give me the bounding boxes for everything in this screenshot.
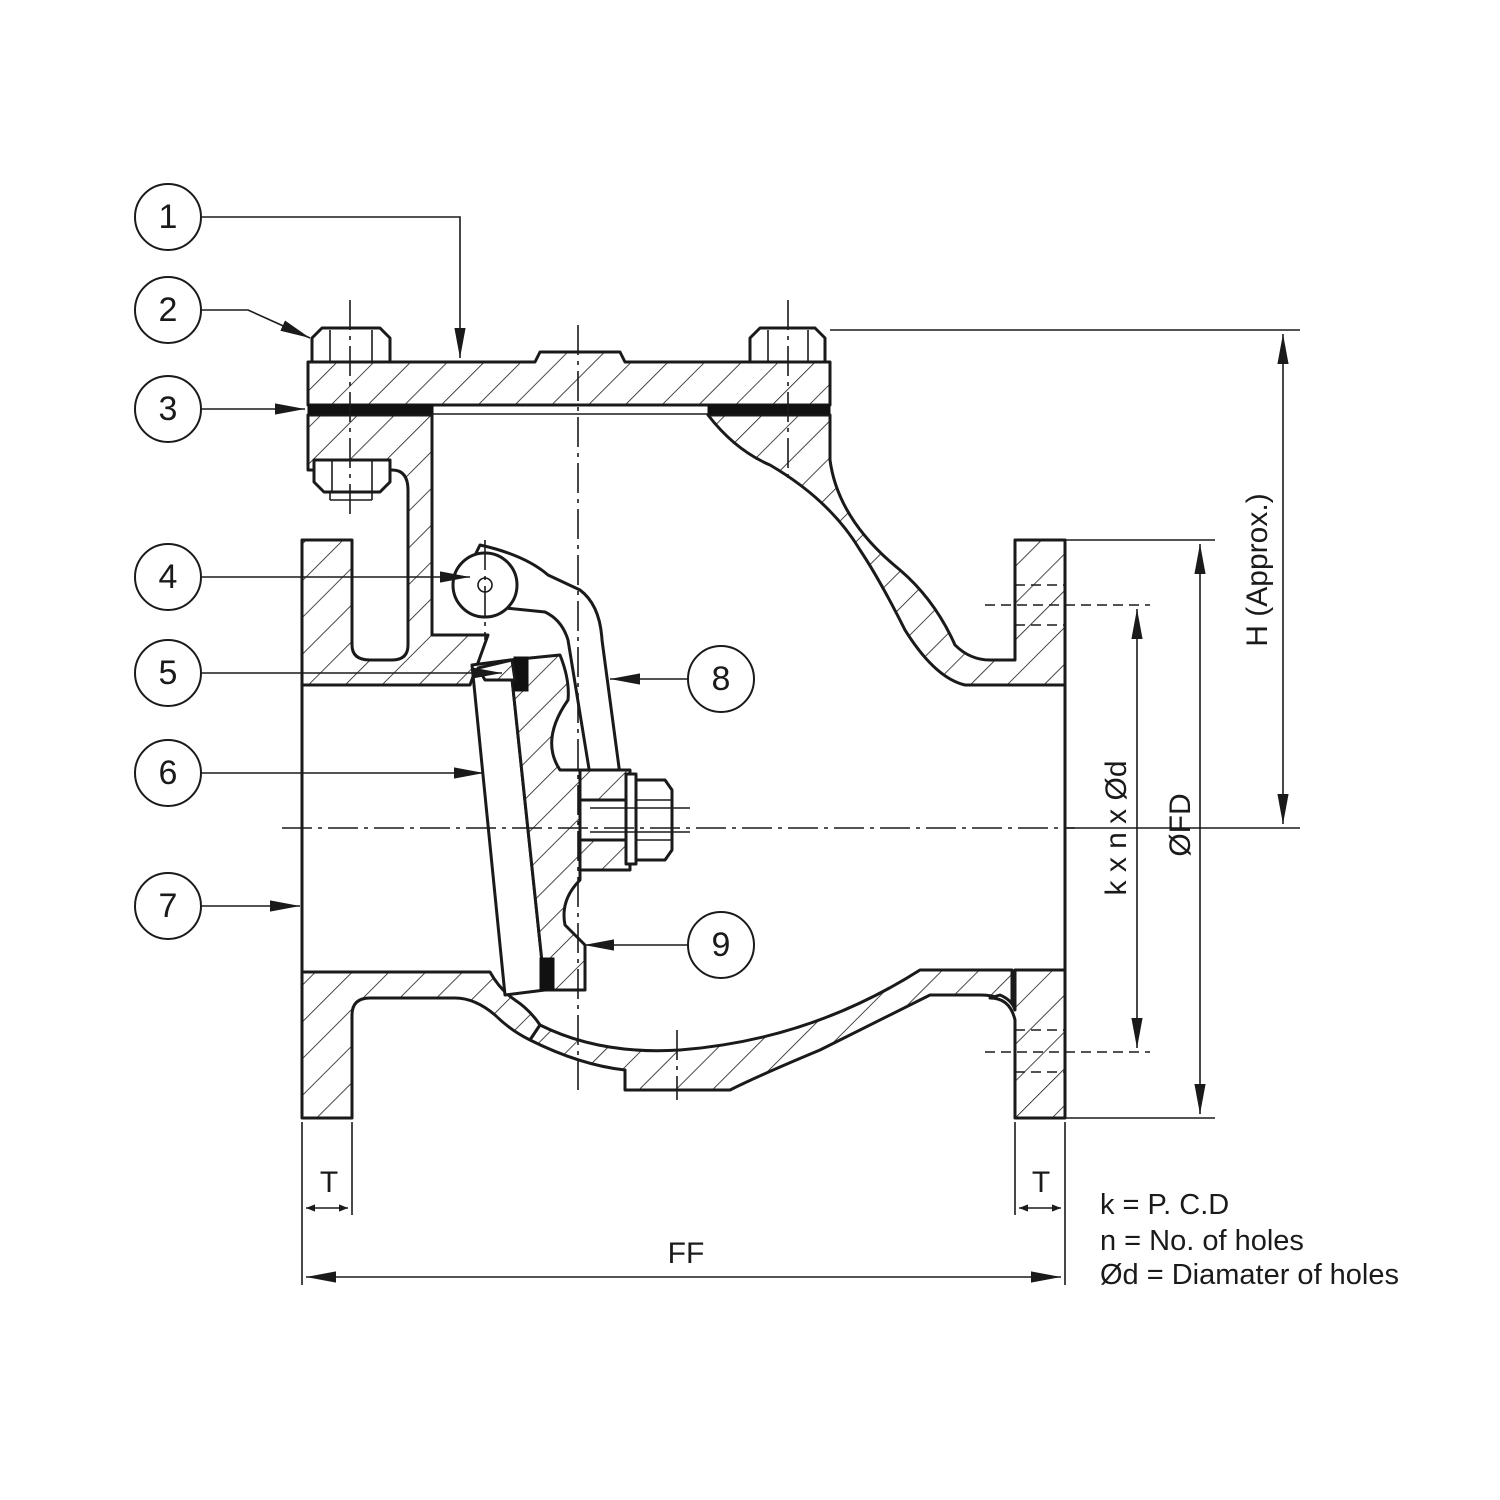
seat-ring-top [513,656,529,692]
svg-text:2: 2 [159,291,178,329]
balloon-8: 8 [687,645,755,713]
legend-line: n = No. of holes [1100,1225,1304,1257]
svg-text:3: 3 [159,390,178,428]
gasket [307,404,434,415]
svg-text:5: 5 [159,654,178,692]
svg-text:4: 4 [159,558,178,596]
body-left-flange-upper [300,413,490,687]
svg-text:9: 9 [712,926,731,964]
balloon-4: 4 [134,543,202,611]
bottom-nut-left [312,458,392,494]
balloon-6: 6 [134,739,202,807]
legend: k = P. C.D n = No. of holes Ød = Diamate… [1100,1189,1399,1291]
disc-body [508,653,587,992]
legend-line: k = P. C.D [1100,1189,1229,1221]
balloon-2: 2 [134,276,202,344]
balloon-5: 5 [134,639,202,707]
balloon-3: 3 [134,375,202,443]
dim-height-label: H (Approx.) [1241,493,1274,646]
dim-thickness-right-label: T [1032,1166,1050,1199]
balloon-9: 9 [687,911,755,979]
svg-text:7: 7 [159,887,178,925]
dim-face-to-face-label: FF [668,1237,705,1270]
dim-thickness-left-label: T [320,1166,338,1199]
svg-text:6: 6 [159,754,178,792]
dim-bolt-pattern-label: k x n x Ød [1100,760,1133,895]
svg-text:1: 1 [159,198,178,236]
disc-bolt-head [634,778,674,862]
top-nut-left [310,326,392,364]
balloon-1: 1 [134,183,202,251]
dim-flange-diameter-label: ØFD [1164,793,1197,856]
legend-line: Ød = Diamater of holes [1100,1259,1399,1291]
body-left-flange-lower [300,970,542,1120]
svg-text:8: 8 [712,660,731,698]
body-right-flange-lower [988,968,1067,1120]
body-bottom-belly [528,968,1014,1092]
body-right-flange [706,413,1067,687]
seat-ring-bottom [539,957,555,991]
balloon-7: 7 [134,872,202,940]
